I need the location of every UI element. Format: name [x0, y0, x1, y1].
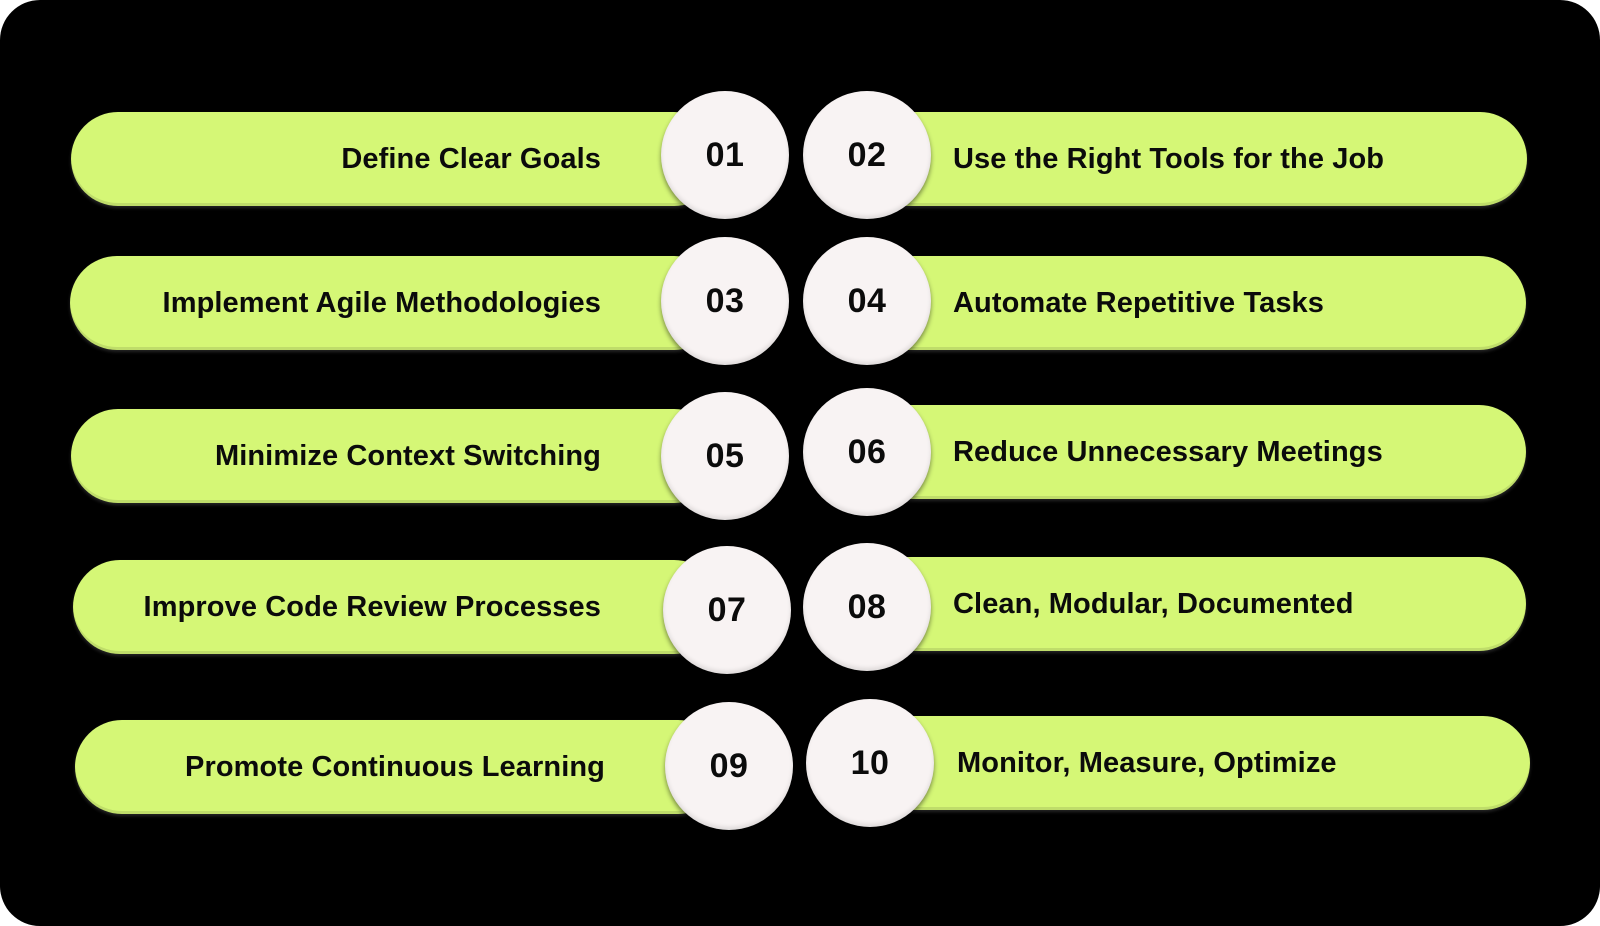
- step-05-bar: Minimize Context Switching: [71, 409, 721, 503]
- step-01-number: 01: [705, 135, 745, 174]
- step-07-badge: 07: [663, 546, 791, 674]
- step-01-badge: 01: [661, 91, 789, 219]
- step-02-number: 02: [847, 135, 887, 174]
- step-05-badge: 05: [661, 392, 789, 520]
- step-09-bar: Promote Continuous Learning: [75, 720, 725, 814]
- step-05-number: 05: [705, 436, 745, 475]
- step-03-number: 03: [705, 281, 745, 320]
- step-01-label: Define Clear Goals: [341, 142, 601, 175]
- step-07-label: Improve Code Review Processes: [143, 590, 601, 623]
- step-10-badge: 10: [806, 699, 934, 827]
- step-08-number: 08: [847, 587, 887, 626]
- step-02-label: Use the Right Tools for the Job: [953, 142, 1385, 175]
- step-04-badge: 04: [803, 237, 931, 365]
- step-08-label: Clean, Modular, Documented: [953, 587, 1354, 620]
- step-01-bar: Define Clear Goals: [71, 112, 721, 206]
- step-09-label: Promote Continuous Learning: [185, 750, 605, 783]
- step-10-bar: Monitor, Measure, Optimize: [837, 716, 1530, 810]
- step-02-bar: Use the Right Tools for the Job: [833, 112, 1527, 206]
- step-04-bar: Automate Repetitive Tasks: [833, 256, 1526, 350]
- step-04-number: 04: [847, 281, 887, 320]
- step-08-badge: 08: [803, 543, 931, 671]
- step-10-number: 10: [850, 743, 890, 782]
- step-05-label: Minimize Context Switching: [214, 439, 601, 472]
- step-09-number: 09: [709, 746, 749, 785]
- step-06-bar: Reduce Unnecessary Meetings: [833, 405, 1526, 499]
- step-06-badge: 06: [803, 388, 931, 516]
- step-03-bar: Implement Agile Methodologies: [70, 256, 721, 350]
- step-04-label: Automate Repetitive Tasks: [953, 286, 1325, 319]
- step-06-number: 06: [847, 432, 887, 471]
- step-10-label: Monitor, Measure, Optimize: [957, 746, 1337, 779]
- step-09-badge: 09: [665, 702, 793, 830]
- step-07-bar: Improve Code Review Processes: [73, 560, 721, 654]
- step-06-label: Reduce Unnecessary Meetings: [953, 435, 1383, 468]
- step-02-badge: 02: [803, 91, 931, 219]
- step-03-label: Implement Agile Methodologies: [162, 286, 601, 319]
- step-07-number: 07: [707, 590, 747, 629]
- step-08-bar: Clean, Modular, Documented: [833, 557, 1526, 651]
- step-03-badge: 03: [661, 237, 789, 365]
